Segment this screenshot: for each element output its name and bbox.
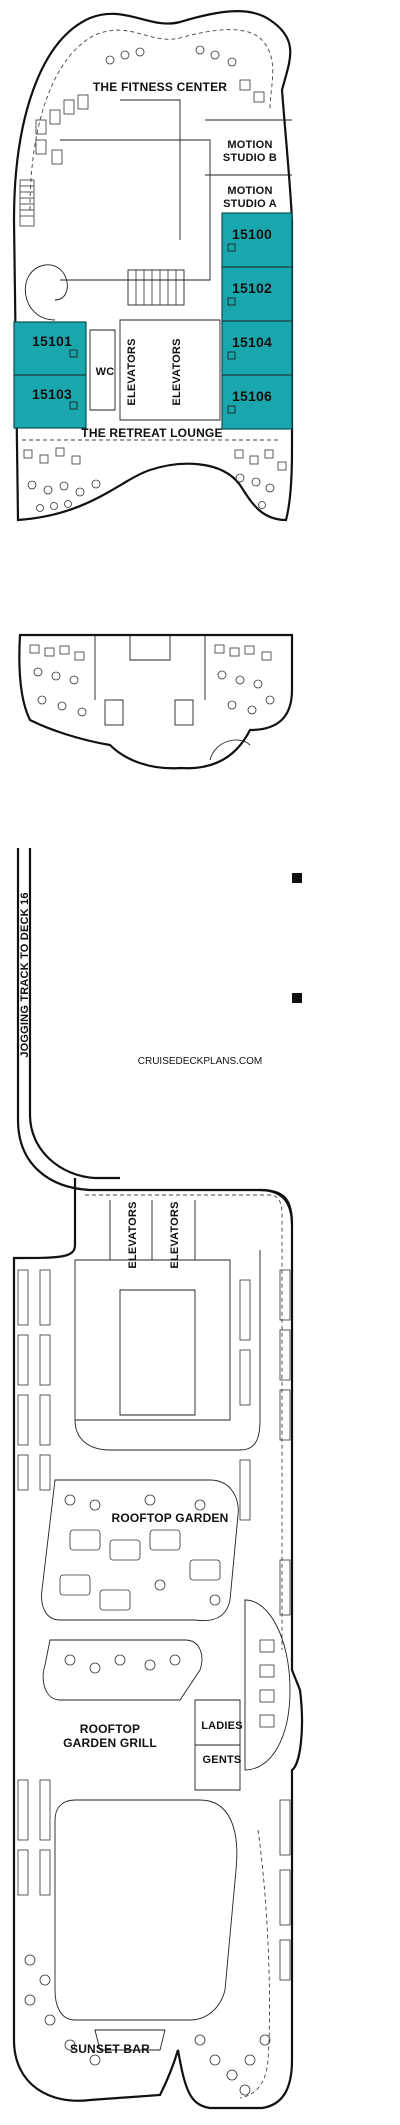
cabin-label: 15104	[232, 334, 272, 350]
forward-hull-outline	[12, 10, 294, 522]
rooftop-garden-label: ROOFTOP GARDEN	[111, 1511, 228, 1525]
legend-square	[292, 993, 302, 1003]
cabin-label: 15103	[32, 386, 72, 402]
gents-label: GENTS	[203, 1754, 242, 1766]
elevators-label: ELEVATORS	[171, 338, 183, 405]
aft-hull-outline	[12, 1178, 304, 2110]
rooftop-garden-seating	[41, 1479, 239, 1701]
sunset-bar-label: SUNSET BAR	[70, 2042, 150, 2056]
elevators-label: ELEVATORS	[127, 1201, 139, 1268]
rooftop-garden-grill-label-1: ROOFTOP	[80, 1722, 141, 1736]
fitness-center-label: THE FITNESS CENTER	[93, 80, 227, 94]
aft-section: JOGGING TRACK TO DECK 16 ELEVATORS ELEVA…	[12, 848, 304, 2110]
cabin-label: 15102	[232, 280, 272, 296]
fitness-equipment	[19, 45, 265, 227]
elevators-label: ELEVATORS	[169, 1201, 181, 1268]
motion-studio-a-label-1: MOTION	[227, 185, 272, 197]
jogging-track	[16, 848, 294, 1226]
mid-section	[18, 633, 294, 770]
ladies-label: LADIES	[201, 1720, 243, 1732]
loungers	[17, 1269, 291, 1981]
retreat-lounge-label: THE RETREAT LOUNGE	[81, 426, 222, 440]
motion-studio-b-label-2: STUDIO B	[223, 152, 277, 164]
wc-label: WC	[96, 366, 115, 378]
sunset-bar-furniture	[24, 1954, 271, 2096]
cabin-label: 15101	[32, 333, 72, 349]
mid-hull-outline	[18, 633, 294, 770]
cabin-label: 15100	[232, 226, 272, 242]
legend-square	[292, 873, 302, 883]
watermark: CRUISEDECKPLANS.COM	[138, 1056, 262, 1067]
cabin-label: 15106	[232, 388, 272, 404]
motion-studio-a-label-2: STUDIO A	[223, 198, 277, 210]
rooftop-garden-grill-label-2: GARDEN GRILL	[63, 1736, 157, 1750]
forward-section: THE FITNESS CENTER MOTION STUDIO B MOTIO…	[12, 10, 294, 522]
elevators-label: ELEVATORS	[126, 338, 138, 405]
jogging-track-label: JOGGING TRACK TO DECK 16	[19, 892, 31, 1057]
retreat-lounge-furniture	[23, 447, 287, 512]
motion-studio-b-label-1: MOTION	[227, 139, 272, 151]
